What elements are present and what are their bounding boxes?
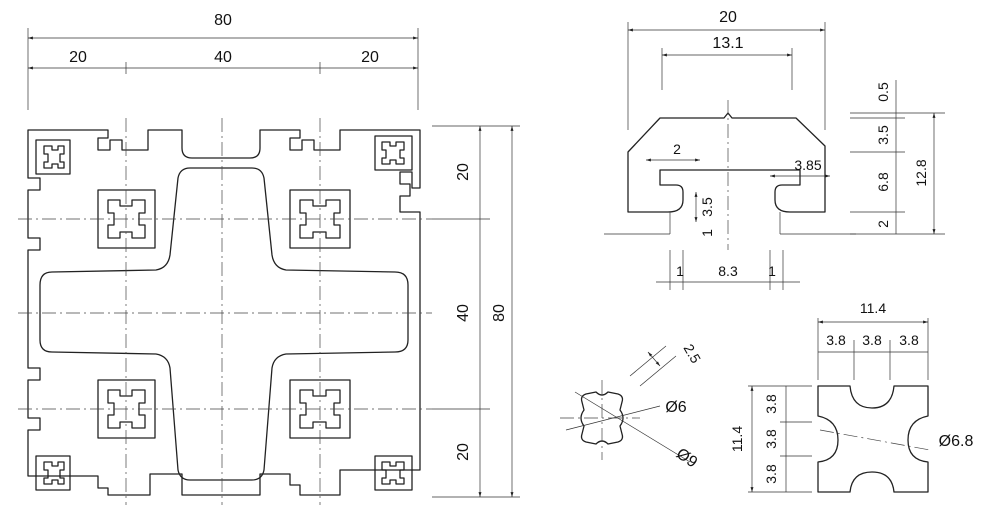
slot-outline <box>627 112 826 213</box>
dim-slot-depth-35: 3.5 <box>699 197 715 217</box>
core-top-right <box>289 189 351 249</box>
dim-slot-bottom-1-left: 1 <box>676 263 684 279</box>
dim-slot-opening: 13.1 <box>712 35 743 52</box>
core-bottom-right <box>289 379 351 439</box>
dim-slot-v-68: 6.8 <box>875 172 891 192</box>
corner-bores <box>35 135 413 491</box>
center-outline <box>817 385 929 493</box>
top-dimensions <box>27 28 419 110</box>
dim-center-h3: 3.8 <box>899 332 919 348</box>
dim-center-h1: 3.8 <box>826 332 846 348</box>
core-outline <box>580 391 624 445</box>
core-bottom-left <box>97 379 156 439</box>
dim-seg-left: 20 <box>69 49 87 66</box>
center-detail-centerline <box>819 429 931 451</box>
dim-right-20-top: 20 <box>455 163 472 181</box>
slot-detail-view: 20 13.1 2 3.85 3.5 1 1 8.3 1 0.5 3.5 6.8… <box>604 9 945 290</box>
dim-slot-top-width: 20 <box>719 9 737 26</box>
dim-center-v1: 3.8 <box>763 394 779 414</box>
dim-slot-lip-385: 3.85 <box>794 157 821 173</box>
dim-slot-bottom-1-right: 1 <box>768 263 776 279</box>
dim-core-d6: Ø6 <box>665 399 686 416</box>
core-top-left <box>97 189 156 249</box>
dim-slot-v-05: 0.5 <box>875 82 891 102</box>
dim-slot-lip-2: 2 <box>673 141 681 157</box>
dim-center-d68: Ø6.8 <box>939 433 974 450</box>
dim-seg-mid: 40 <box>214 49 232 66</box>
dim-core-d9: Ø9 <box>673 445 700 471</box>
profile-outline <box>27 129 421 496</box>
dim-slot-thick-1: 1 <box>699 229 715 237</box>
dim-slot-bottom-83: 8.3 <box>718 263 738 279</box>
dim-center-overall: 11.4 <box>860 300 886 316</box>
center-detail-view: 11.4 3.8 3.8 3.8 3.8 3.8 3.8 11.4 Ø6.8 <box>729 300 974 493</box>
dim-center-v3: 3.8 <box>763 464 779 484</box>
right-dimensions <box>432 125 520 498</box>
center-hollow <box>39 167 409 481</box>
main-profile-view: 80 20 40 20 20 40 20 80 <box>18 12 520 505</box>
dim-slot-v-128: 12.8 <box>913 159 929 186</box>
dim-right-40: 40 <box>455 304 472 322</box>
dim-seg-right: 20 <box>361 49 379 66</box>
dim-center-v-overall: 11.4 <box>729 426 745 452</box>
dim-overall-width: 80 <box>214 12 232 29</box>
core-detail-view: 2.5 Ø6 Ø9 <box>560 341 704 471</box>
dim-center-h2: 3.8 <box>862 332 882 348</box>
dim-overall-height: 80 <box>491 304 508 322</box>
dim-slot-v-35: 3.5 <box>875 125 891 145</box>
dim-core-w25: 2.5 <box>681 341 705 366</box>
dim-right-20-bottom: 20 <box>455 443 472 461</box>
dim-slot-v-2: 2 <box>875 220 891 228</box>
dim-center-v2: 3.8 <box>763 429 779 449</box>
